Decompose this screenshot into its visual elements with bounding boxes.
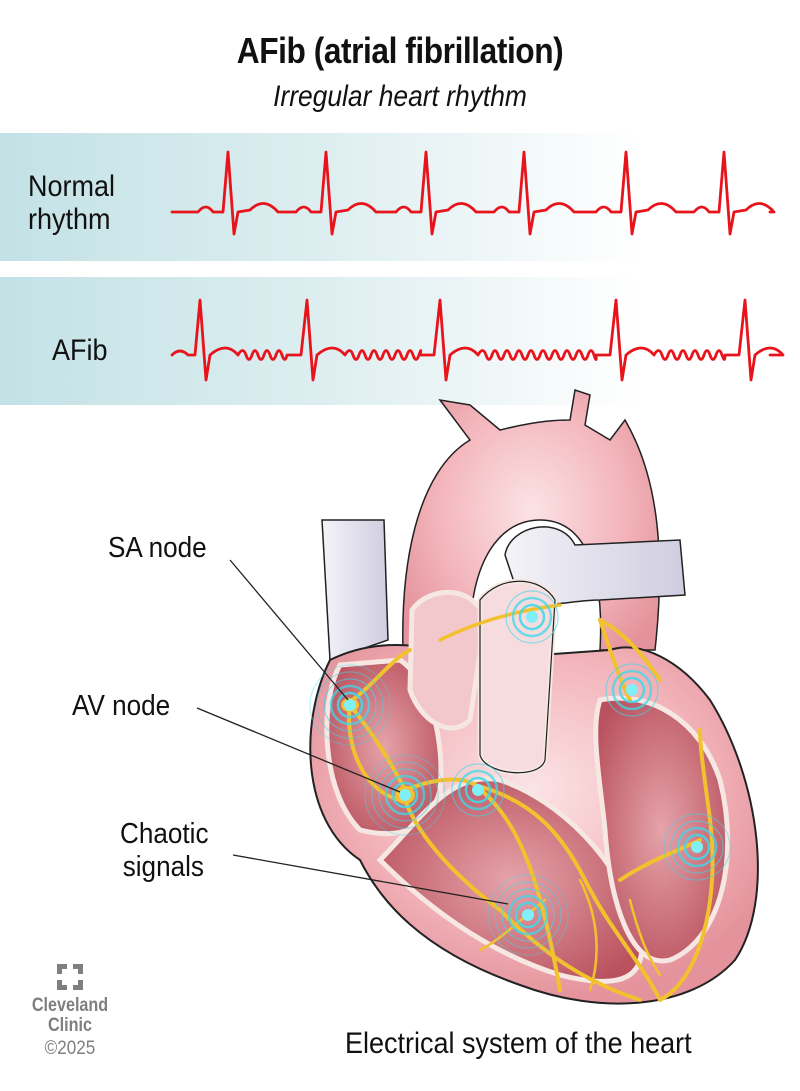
- afib-rhythm-label: AFib: [52, 334, 108, 367]
- leader-lines: [196, 559, 509, 905]
- left-ventricle: [593, 695, 731, 964]
- afib-ecg-trace: [170, 298, 785, 382]
- vena-cava: [321, 519, 389, 662]
- page-subtitle: Irregular heart rhythm: [273, 80, 527, 113]
- cleveland-clinic-logo: Cleveland Clinic ©2025: [20, 962, 120, 1060]
- chaotic-signal-rings: [309, 590, 731, 956]
- chaotic-signals-label-line1: Chaotic: [120, 818, 209, 850]
- logo-name-line2: Clinic: [48, 1015, 92, 1036]
- av-node-label: AV node: [72, 690, 171, 722]
- copyright: ©2025: [44, 1038, 96, 1059]
- page-title: AFib (atrial fibrillation): [236, 30, 564, 71]
- chaotic-signals-label: Chaotic signals: [120, 818, 208, 884]
- normal-rhythm-label-line1: Normal: [28, 170, 116, 203]
- valve-loop: [407, 589, 488, 731]
- afib-rhythm-band: AFib: [0, 277, 800, 405]
- chaotic-signals-label-line2: signals: [122, 851, 204, 883]
- normal-rhythm-label: Normal rhythm: [28, 170, 115, 236]
- normal-ecg-trace: [170, 150, 776, 236]
- normal-rhythm-band: Normal rhythm: [0, 133, 800, 261]
- ecg-traces: [170, 150, 785, 382]
- figure-caption: Electrical system of the heart: [345, 1027, 692, 1060]
- conduction-system: [343, 603, 715, 1002]
- logo-name-line1: Cleveland: [31, 995, 109, 1016]
- sa-node-label: SA node: [108, 532, 207, 564]
- valve-loop: [479, 580, 556, 774]
- normal-rhythm-label-line2: rhythm: [28, 203, 111, 236]
- valve-loop: [477, 578, 558, 776]
- cleveland-clinic-cross-icon: [57, 964, 83, 990]
